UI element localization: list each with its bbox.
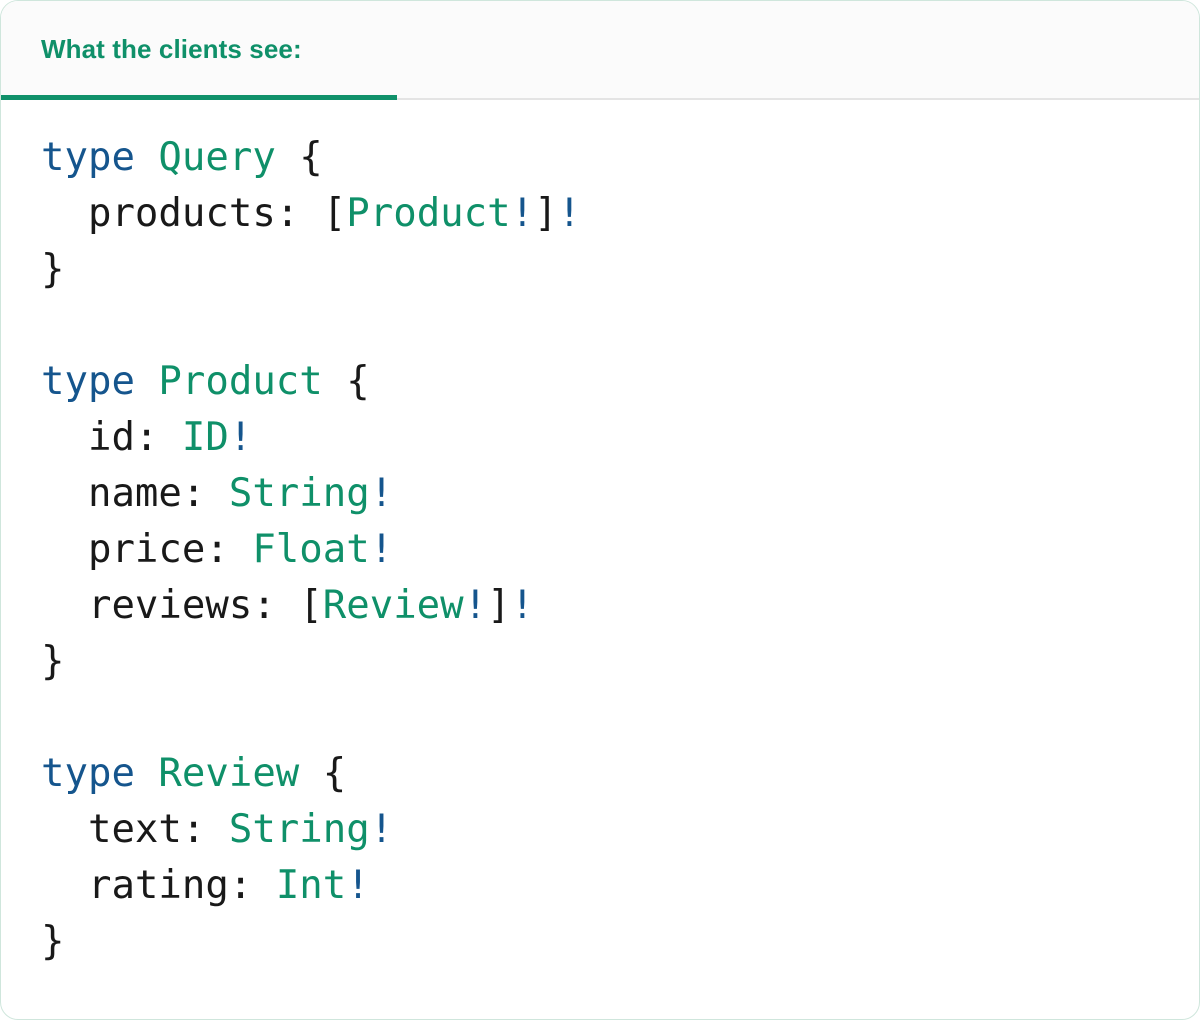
code-token: ID	[181, 415, 229, 460]
code-token: !	[228, 415, 253, 460]
code-token: Product	[158, 359, 323, 404]
code-token: text:	[41, 807, 229, 852]
code-token: type	[41, 135, 135, 180]
code-token: reviews: [	[41, 583, 323, 628]
code-token: {	[275, 135, 323, 180]
code-token: rating:	[41, 863, 276, 908]
tab-bar: What the clients see:	[1, 1, 1199, 100]
code-token: products: [	[41, 191, 347, 236]
code-token: !	[463, 583, 488, 628]
code-token: Review	[158, 751, 300, 796]
code-token: type	[41, 751, 135, 796]
code-token: Review	[322, 583, 464, 628]
code-token: ]	[487, 583, 511, 628]
code-token: !	[346, 863, 370, 908]
code-token: !	[510, 191, 535, 236]
code-token: Int	[275, 863, 347, 908]
code-token: }	[41, 247, 65, 292]
graphql-schema-code: type Query { products: [Product!]! } typ…	[41, 130, 1199, 970]
code-token: Query	[158, 135, 276, 180]
code-area: type Query { products: [Product!]! } typ…	[1, 100, 1199, 970]
code-token: String	[228, 471, 370, 516]
code-token: String	[228, 807, 370, 852]
code-token: Float	[252, 527, 370, 572]
code-token: name:	[41, 471, 229, 516]
code-token: type	[41, 359, 135, 404]
code-token: price:	[41, 527, 253, 572]
code-token: !	[369, 807, 394, 852]
code-token: !	[369, 471, 394, 516]
code-token: {	[322, 359, 370, 404]
code-token	[135, 135, 158, 180]
code-token: !	[557, 191, 582, 236]
code-token: ]	[534, 191, 558, 236]
code-token: id:	[41, 415, 182, 460]
code-token: Product	[346, 191, 511, 236]
tab-label: What the clients see:	[41, 34, 302, 64]
code-token: !	[510, 583, 535, 628]
code-token: !	[369, 527, 394, 572]
code-token: }	[41, 639, 65, 684]
code-token: }	[41, 919, 65, 964]
code-token	[135, 359, 158, 404]
tab-what-the-clients-see[interactable]: What the clients see:	[1, 1, 397, 100]
code-token	[135, 751, 158, 796]
code-token: {	[299, 751, 347, 796]
